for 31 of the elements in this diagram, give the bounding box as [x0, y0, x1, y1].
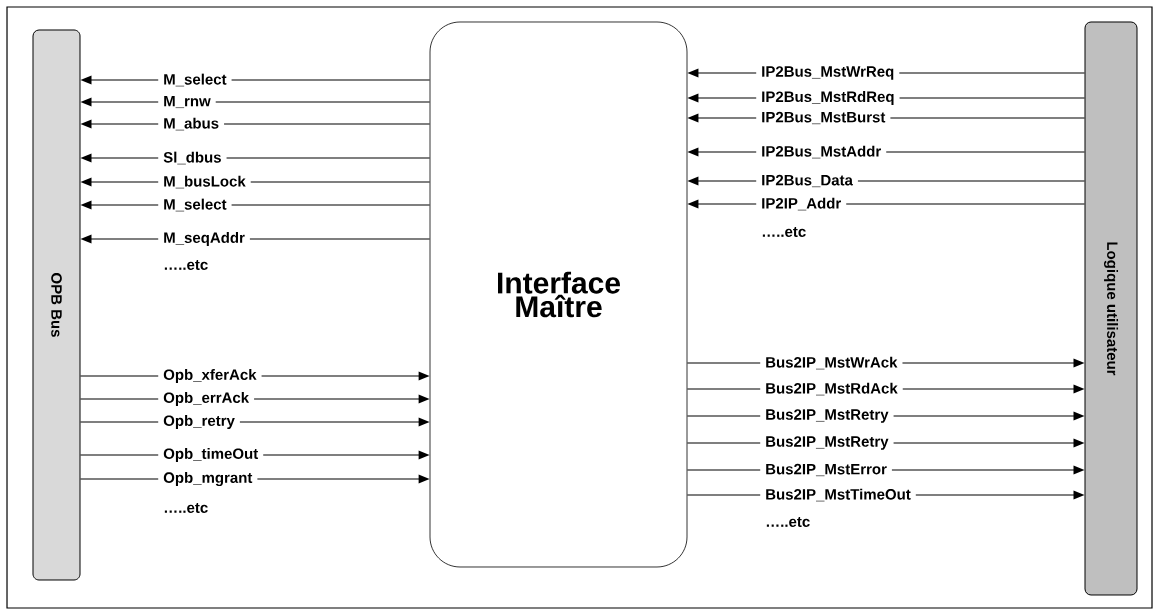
edge-label: IP2Bus_Data — [756, 173, 858, 189]
edge-label: M_abus — [158, 116, 225, 132]
edge-label: Sl_dbus — [158, 150, 227, 166]
edge-label: Bus2IP_MstError — [760, 462, 892, 478]
interface-box: Interface Maître — [429, 21, 688, 568]
edge-label: Bus2IP_MstRetry — [760, 435, 894, 451]
edge-label: M_rnw — [158, 94, 216, 110]
edge-label: Opb_mgrant — [158, 470, 258, 487]
edge-label: Bus2IP_MstRdAck — [760, 381, 903, 397]
edge-label: M_seqAddr — [158, 231, 250, 247]
edge-label: IP2Bus_MstAddr — [756, 144, 887, 160]
note: …..etc — [164, 503, 208, 513]
note: …..etc — [762, 227, 806, 237]
edge-label: IP2Bus_MstRdReq — [756, 90, 900, 106]
edge-label: Bus2IP_MstRetry — [760, 408, 894, 424]
note: …..etc — [766, 517, 810, 527]
bus-band: OPB Bus — [32, 29, 81, 581]
edge-label: IP2Bus_MstBurst — [756, 110, 891, 126]
edge-label: M_select — [158, 72, 232, 88]
edge-label: IP2IP_Addr — [756, 196, 847, 212]
edge-label: M_select — [158, 197, 232, 213]
edge-label: M_busLock — [158, 174, 251, 190]
edge-label: IP2Bus_MstWrReq — [756, 65, 900, 81]
bus-band: Logique utilisateur — [1084, 21, 1138, 596]
note: …..etc — [164, 260, 208, 270]
edge-label: Bus2IP_MstWrAck — [760, 355, 903, 371]
edge-label: Opb_timeOut — [158, 447, 264, 463]
edge-label: Opb_errAck — [158, 391, 255, 407]
edge-label: Bus2IP_MstTimeOut — [760, 487, 916, 503]
edge-label: Opb_xferAck — [158, 368, 262, 384]
edge-label: Opb_retry — [158, 414, 240, 430]
